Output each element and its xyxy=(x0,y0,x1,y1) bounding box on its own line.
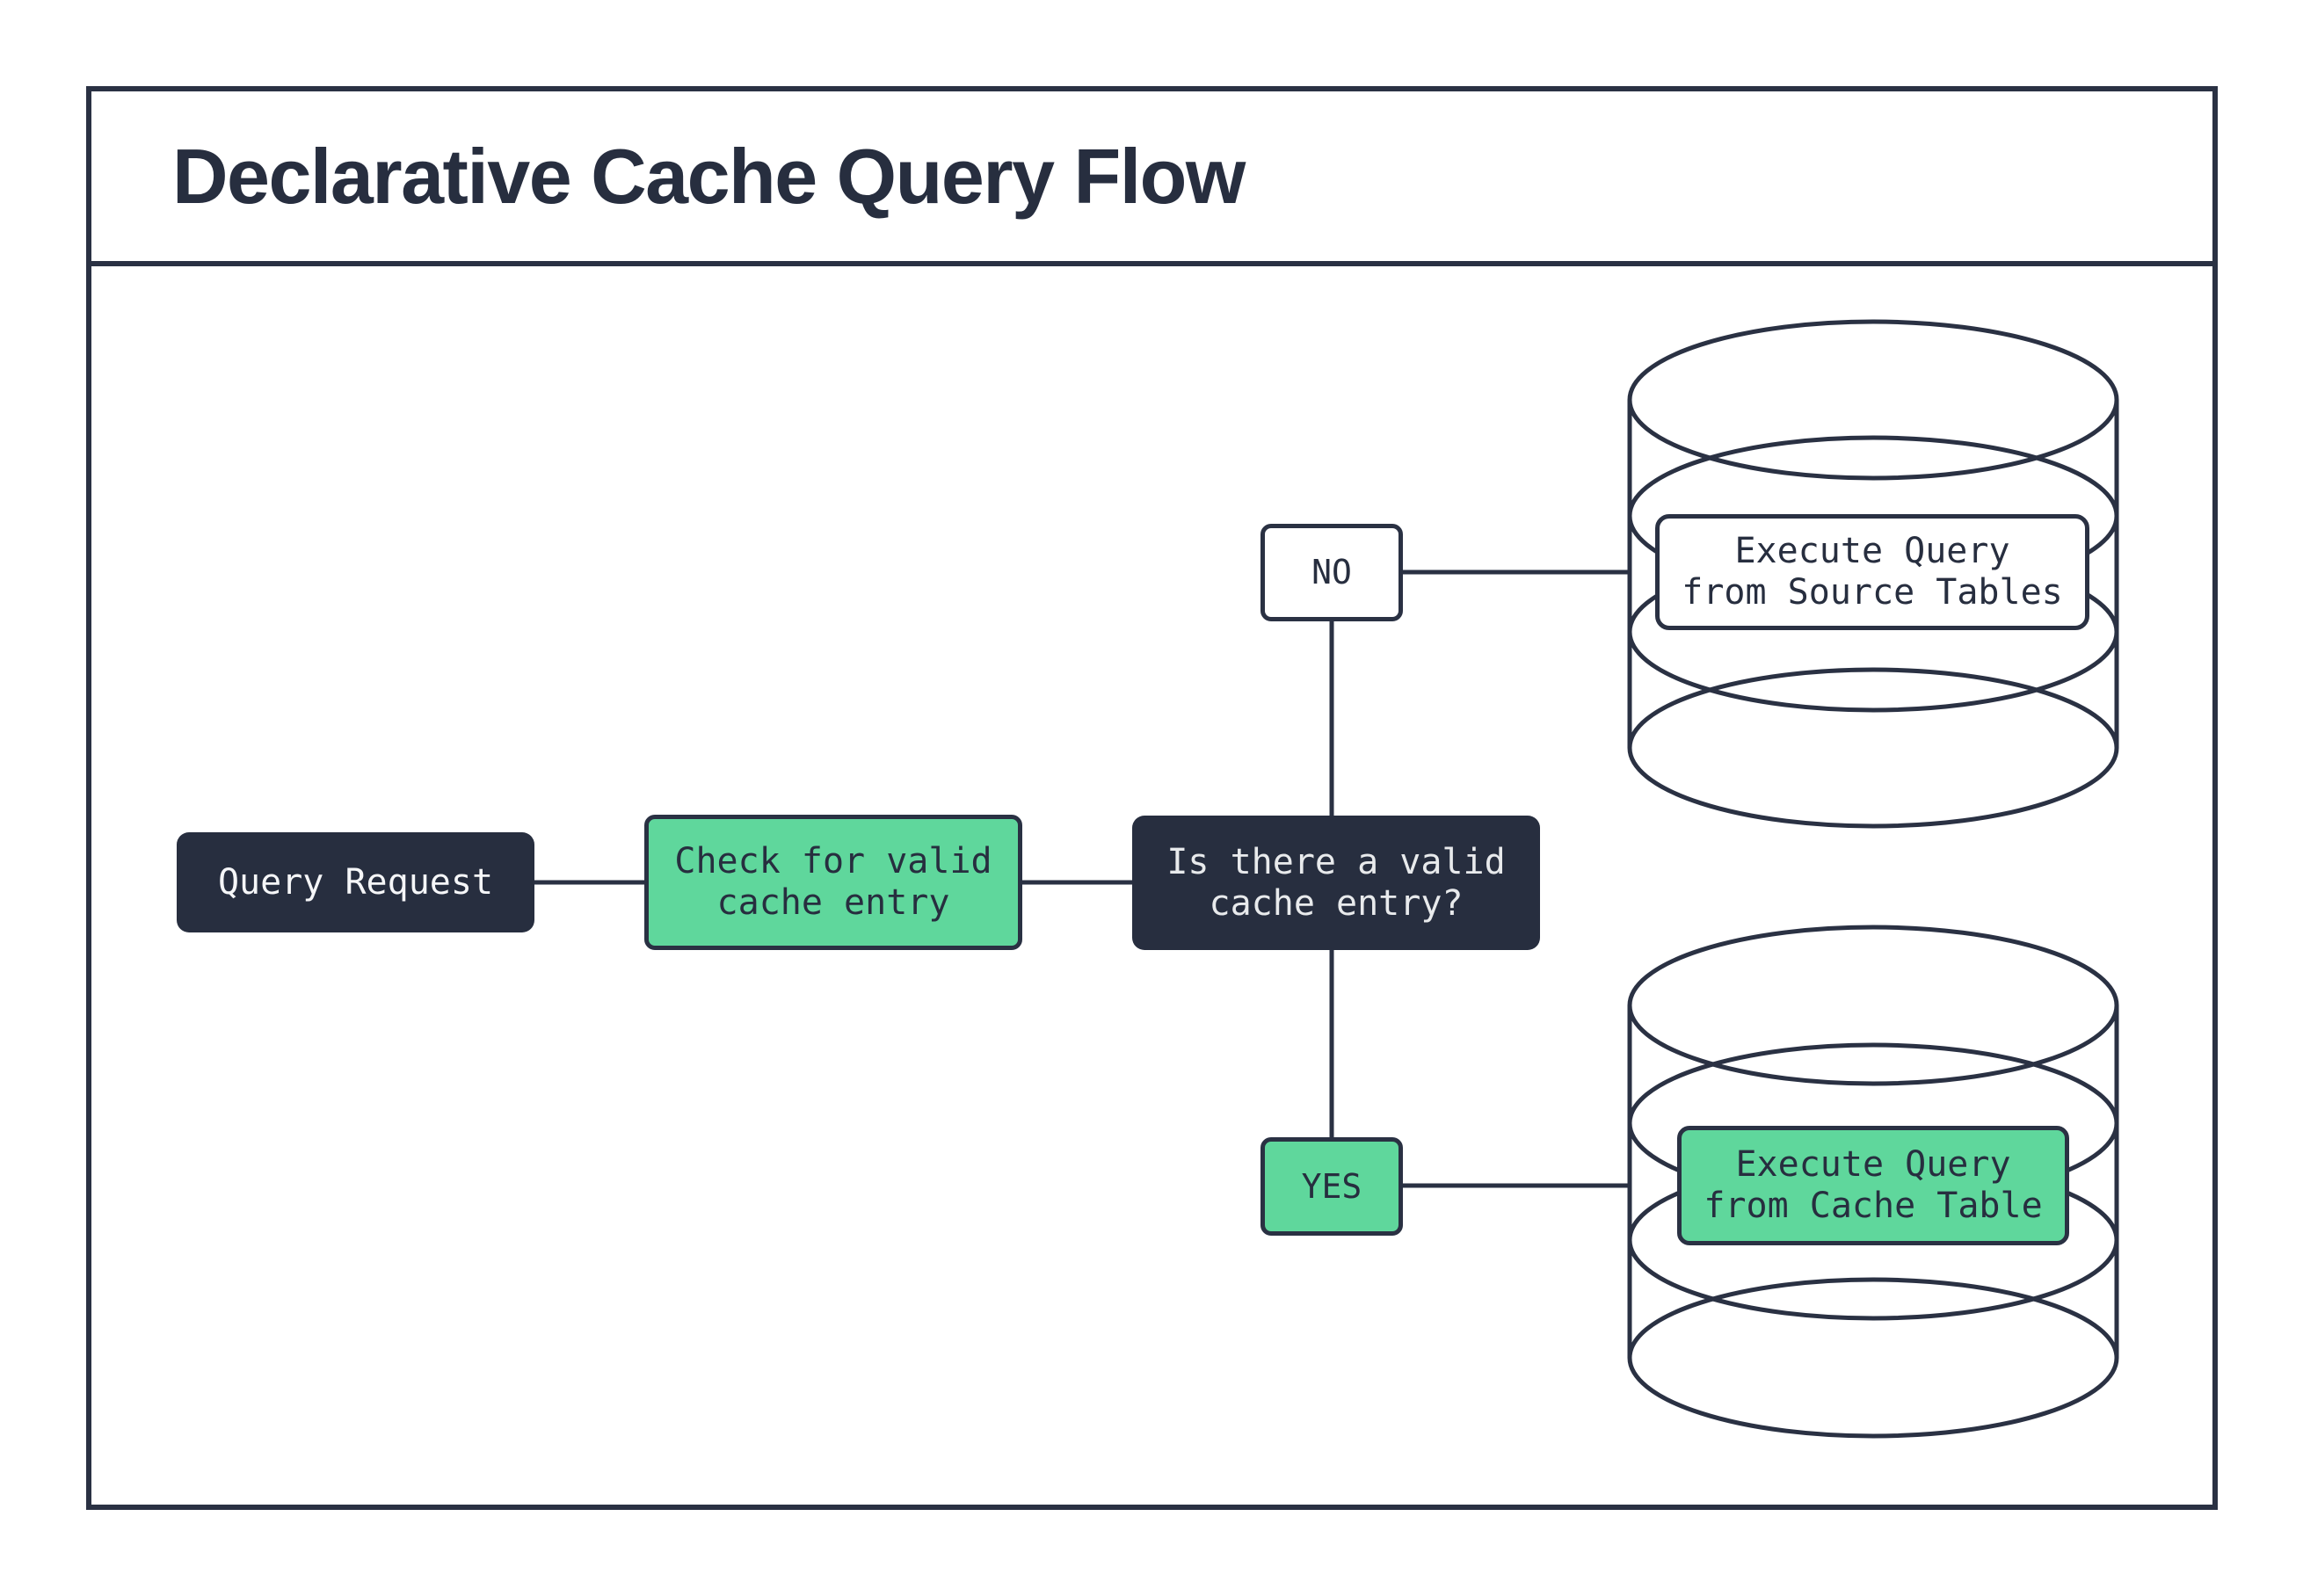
node-label-line2: from Source Tables xyxy=(1682,572,2063,613)
node-label-line1: Is there a valid xyxy=(1166,841,1506,882)
cache-database-cylinder-icon xyxy=(1627,925,2119,1439)
node-label-line2: from Cache Table xyxy=(1704,1186,2043,1226)
node-label: YES xyxy=(1301,1166,1362,1206)
node-query-request: Query Request xyxy=(177,832,534,932)
node-label-line1: Check for valid xyxy=(674,841,992,881)
node-decision-valid-cache: Is there a valid cache entry? xyxy=(1132,816,1540,950)
node-label-line1: Execute Query xyxy=(1734,531,2010,571)
connector-lines xyxy=(534,569,1631,1188)
cylinder-ellipse xyxy=(1627,925,2119,1086)
node-label-line2: cache entry? xyxy=(1209,882,1464,924)
node-execute-cache-table: Execute Query from Cache Table xyxy=(1677,1126,2069,1245)
node-label-line1: Execute Query xyxy=(1735,1144,2011,1185)
page-title: Declarative Cache Query Flow xyxy=(172,132,1246,220)
cylinder-ellipse xyxy=(1627,1277,2119,1439)
node-label-line2: cache entry xyxy=(716,882,950,923)
diagram-header: Declarative Cache Query Flow xyxy=(91,91,2212,266)
node-branch-no: NO xyxy=(1260,524,1403,621)
cylinder-ellipse xyxy=(1627,319,2119,481)
diagram-frame: Declarative Cache Query Flow xyxy=(86,86,2218,1510)
cylinder-ellipse xyxy=(1627,667,2119,829)
node-label: NO xyxy=(1311,553,1352,591)
node-label: Query Request xyxy=(217,861,494,903)
node-branch-yes: YES xyxy=(1260,1137,1403,1236)
node-check-cache: Check for valid cache entry xyxy=(644,815,1022,950)
node-execute-source-tables: Execute Query from Source Tables xyxy=(1655,514,2089,630)
